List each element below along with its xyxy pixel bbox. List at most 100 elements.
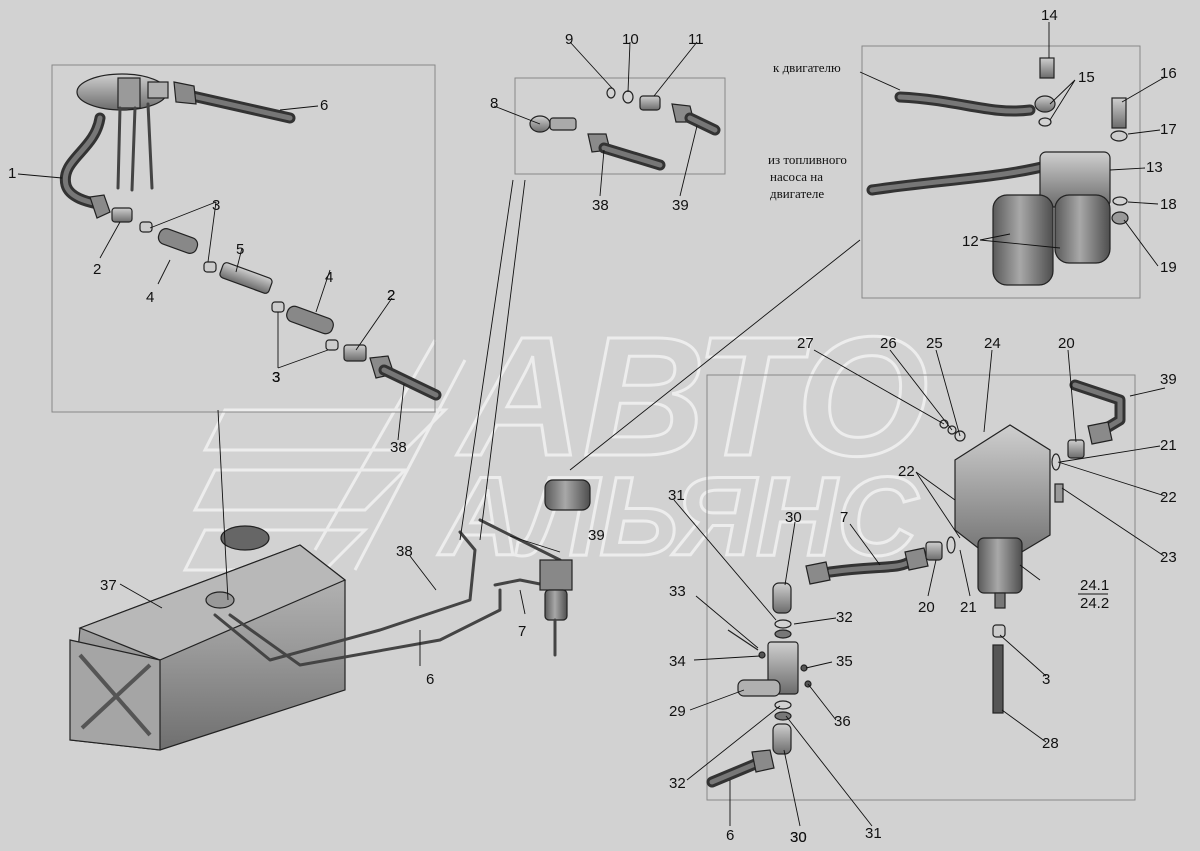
filter-element-12b: [1054, 194, 1111, 264]
callout: 20: [918, 599, 935, 616]
callout: 15: [1078, 69, 1095, 86]
hose-6-nut: [173, 81, 197, 105]
note-from-pump-3: двигателе: [770, 186, 824, 201]
watermark: АВТО АЛЬЯНС: [182, 301, 930, 581]
clamp-3d: [325, 339, 339, 351]
valve-29: [737, 679, 781, 697]
fuel-tank-37: [69, 525, 347, 751]
washer-17: [1110, 130, 1128, 142]
callout: 39: [672, 197, 689, 214]
washer-31-top: [774, 629, 792, 639]
line-39: [478, 518, 562, 562]
filter-element-12a: [992, 194, 1054, 286]
washer-10: [622, 90, 634, 104]
callout: 23: [1160, 549, 1177, 566]
note-from-pump-1: из топливного: [768, 152, 847, 167]
nut-19: [1111, 211, 1129, 225]
frame-tank-fittings: [51, 64, 436, 413]
clamp-3-right: [992, 624, 1006, 638]
callout: 24.1: [1080, 577, 1109, 594]
frame-separator: [706, 374, 1136, 801]
callout: 22: [898, 463, 915, 480]
oring-26: [947, 425, 957, 435]
callout: 1: [8, 165, 16, 182]
callout: 11: [688, 31, 704, 48]
callout: 14: [1041, 7, 1058, 24]
note-from-pump-2: насоса на: [770, 169, 823, 184]
filter-mini: [539, 479, 591, 657]
washer-32-top: [774, 619, 792, 629]
elbow-30-bottom: [772, 723, 792, 755]
callout: 3: [212, 197, 220, 214]
callout: 20: [1058, 335, 1075, 352]
line-6: [228, 588, 502, 667]
fine-filter-group: [866, 57, 1129, 286]
callout: 30: [785, 509, 802, 526]
line-38: [213, 530, 477, 662]
callout: 9: [565, 31, 573, 48]
callout: 6: [726, 827, 734, 844]
callout: 21: [960, 599, 977, 616]
callout: 38: [592, 197, 609, 214]
fitting-20-left: [925, 541, 943, 561]
callout: 26: [880, 335, 897, 352]
bolt-14: [1039, 57, 1055, 79]
fitting-2-top: [111, 207, 133, 223]
hose-1-nut: [89, 194, 111, 219]
fittings-chain: [111, 207, 442, 401]
callout: 6: [426, 671, 434, 688]
watermark-line2: АЛЬЯНС: [437, 454, 920, 579]
callout: 12: [962, 233, 979, 250]
callout: 6: [320, 97, 328, 114]
callout: 35: [836, 653, 853, 670]
callout: 39: [1160, 371, 1177, 388]
fitting-2-bottom: [343, 344, 367, 362]
callout: 28: [1042, 735, 1059, 752]
elbow-30-top: [772, 582, 792, 614]
callout: 21: [1160, 437, 1177, 454]
callout: 7: [840, 509, 848, 526]
washer-18: [1112, 196, 1128, 206]
callout: 31: [865, 825, 882, 842]
callout: 4: [146, 289, 154, 306]
callout: 39: [588, 527, 605, 544]
frame-banjo: [514, 77, 726, 175]
callout: 19: [1160, 259, 1177, 276]
callout: 32: [669, 775, 686, 792]
watermark-line1: АВТО: [456, 302, 929, 492]
banjo-8-body: [549, 117, 577, 131]
callout: 30: [790, 829, 807, 846]
tank-sender: [220, 525, 270, 551]
callout: 27: [797, 335, 814, 352]
screw-23: [1054, 483, 1064, 503]
annotation-notes: к двигателю из топливного насоса на двиг…: [768, 60, 847, 201]
callout: 3: [272, 369, 280, 386]
callouts: 1 2 3 3 2 4 5 3 4 2 3 6 38 8 9 10 11 38 …: [8, 7, 1177, 846]
callout: 38: [396, 543, 413, 560]
callout: 10: [622, 31, 639, 48]
washer-32-bottom: [774, 700, 792, 710]
callout: 36: [834, 713, 851, 730]
callout: 31: [668, 487, 685, 504]
sender-tubes: [116, 102, 154, 192]
line-7: [493, 578, 547, 587]
fuel-lines: [213, 518, 562, 667]
callout: 3: [1042, 671, 1050, 688]
banjo-group: [529, 87, 721, 171]
callout: 4: [325, 269, 333, 286]
bolt-33: [727, 629, 759, 651]
detail-frames: [51, 45, 1141, 801]
fitting-20-right: [1067, 439, 1085, 459]
callout: 2: [93, 261, 101, 278]
callout: 8: [490, 95, 498, 112]
callout: 2: [387, 287, 395, 304]
sender-connector: [147, 81, 169, 99]
callout: 34: [669, 653, 686, 670]
callout: 30: [790, 829, 807, 846]
callout: 29: [669, 703, 686, 720]
oring-25: [954, 430, 966, 442]
fitting-11: [639, 95, 661, 111]
callout: 33: [669, 583, 686, 600]
